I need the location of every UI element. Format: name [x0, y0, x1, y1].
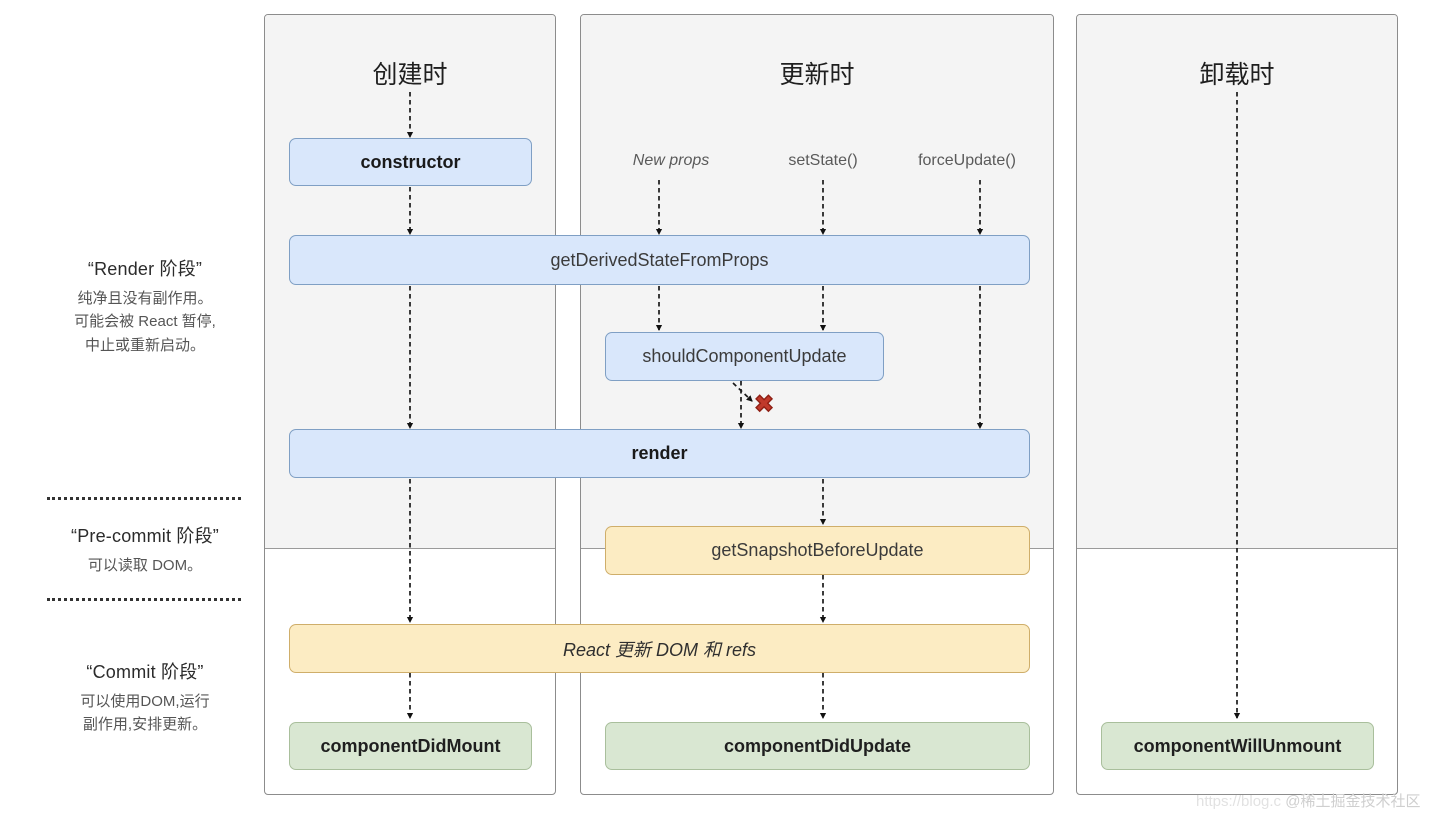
lifecycle-label-render: render: [631, 443, 688, 463]
phase-title-commit: “Commit 阶段”: [86, 662, 204, 682]
lifecycle-box-constructor[interactable]: constructor: [289, 138, 532, 186]
lifecycle-label-should-component-update: shouldComponentUpdate: [642, 346, 847, 366]
lifecycle-box-component-did-mount[interactable]: componentDidMount: [289, 722, 532, 770]
lifecycle-box-component-did-update[interactable]: componentDidUpdate: [605, 722, 1030, 770]
lifecycle-label-get-derived-state-from-props: getDerivedStateFromProps: [550, 249, 769, 270]
column-panel-unmount-render-region: [1077, 15, 1397, 549]
lifecycle-label-component-did-update: componentDidUpdate: [724, 735, 911, 756]
phase-desc-commit-line-1: 可以使用DOM,运行: [80, 693, 210, 710]
column-panel-unmount: 卸载时: [1076, 14, 1398, 795]
column-title-unmount: 卸载时: [1199, 61, 1275, 89]
watermark: https://blog.c @稀土掘金技术社区: [1196, 790, 1420, 811]
phase-label-render: “Render 阶段” 纯净且没有副作用。 可能会被 React 暂停, 中止或…: [10, 255, 280, 357]
lifecycle-label-component-will-unmount: componentWillUnmount: [1133, 735, 1342, 756]
lifecycle-box-render[interactable]: render: [289, 429, 1030, 478]
watermark-handle: @稀土掘金技术社区: [1285, 793, 1421, 810]
lifecycle-label-react-updates-dom: React 更新 DOM 和 refs: [562, 639, 757, 660]
phase-title-render: “Render 阶段”: [87, 259, 203, 279]
watermark-url: https://blog.c: [1196, 793, 1282, 810]
phase-desc-commit-line-2: 副作用,安排更新。: [82, 716, 208, 734]
column-title-update: 更新时: [779, 61, 855, 89]
trigger-force-update: forceUpdate(): [918, 152, 1016, 169]
column-panel-mount: 创建时: [264, 14, 556, 795]
lifecycle-label-component-did-mount: componentDidMount: [320, 735, 501, 756]
phase-title-pre-commit: “Pre-commit 阶段”: [71, 526, 219, 546]
lifecycle-box-react-updates-dom[interactable]: React 更新 DOM 和 refs: [289, 624, 1030, 673]
phase-desc-pre-commit-line-1: 可以读取 DOM。: [87, 557, 203, 574]
phase-desc-render-line-1: 纯净且没有副作用。: [77, 290, 213, 307]
column-title-mount: 创建时: [372, 61, 448, 89]
phase-desc-render-line-3: 中止或重新启动。: [84, 336, 205, 354]
trigger-set-state: setState(): [788, 152, 858, 169]
phase-label-pre-commit: “Pre-commit 阶段” 可以读取 DOM。: [10, 522, 280, 577]
column-panel-update: 更新时: [580, 14, 1054, 795]
phase-desc-render: 纯净且没有副作用。 可能会被 React 暂停, 中止或重新启动。: [10, 287, 280, 357]
phase-desc-pre-commit: 可以读取 DOM。: [10, 554, 280, 577]
phase-desc-commit: 可以使用DOM,运行 副作用,安排更新。: [10, 690, 280, 737]
phase-desc-render-line-2: 可能会被 React 暂停,: [74, 313, 216, 331]
lifecycle-label-constructor: constructor: [360, 151, 461, 172]
phase-separator-top: [47, 497, 241, 500]
lifecycle-label-get-snapshot-before-update: getSnapshotBeforeUpdate: [711, 540, 924, 560]
trigger-new-props: New props: [632, 152, 710, 169]
phase-label-commit: “Commit 阶段” 可以使用DOM,运行 副作用,安排更新。: [10, 658, 280, 737]
lifecycle-box-get-derived-state-from-props[interactable]: getDerivedStateFromProps: [289, 235, 1030, 285]
lifecycle-box-get-snapshot-before-update[interactable]: getSnapshotBeforeUpdate: [605, 526, 1030, 575]
lifecycle-box-component-will-unmount[interactable]: componentWillUnmount: [1101, 722, 1374, 770]
phase-separator-bottom: [47, 598, 241, 601]
lifecycle-box-should-component-update[interactable]: shouldComponentUpdate: [605, 332, 884, 381]
skip-render-cross-icon: ✖: [753, 391, 775, 418]
